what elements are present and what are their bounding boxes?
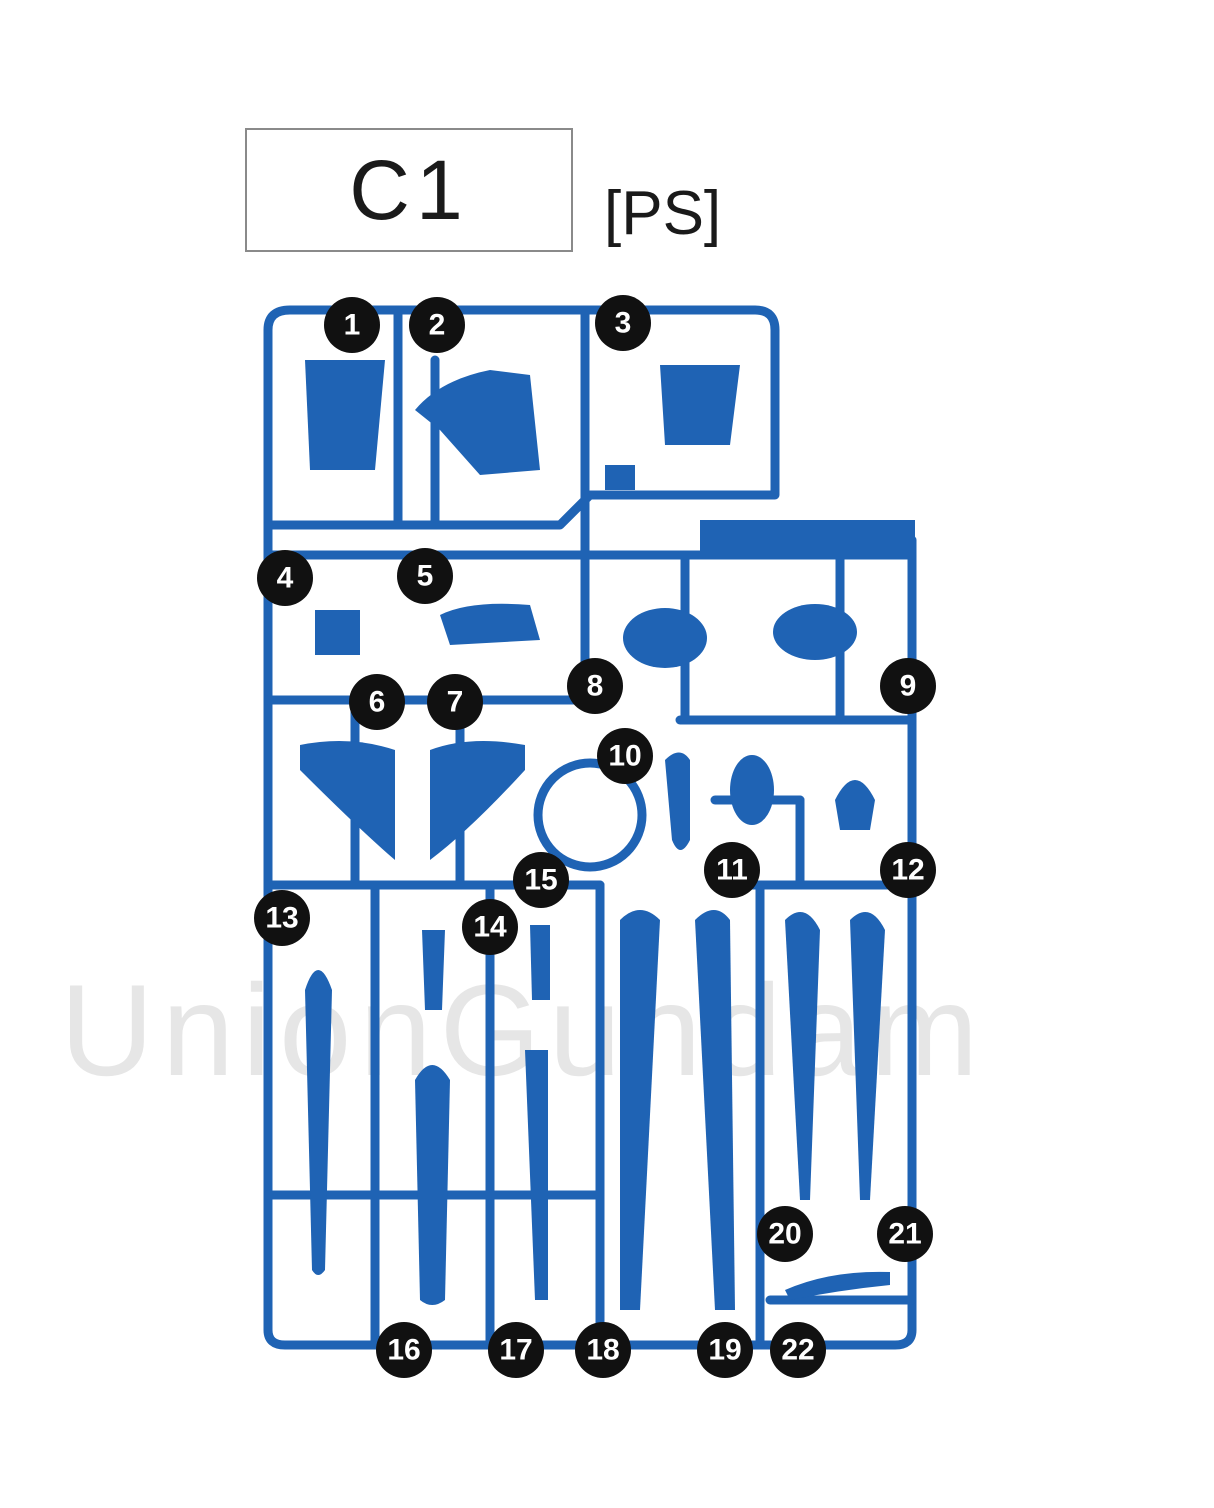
part-number-badge: 3 — [595, 295, 651, 351]
part-number-9: 9 — [900, 670, 917, 703]
part-number-15: 15 — [524, 864, 557, 897]
part-7-shape — [430, 741, 525, 860]
part-1-shape — [305, 360, 385, 470]
part-13-shape — [305, 970, 332, 1275]
part-number-8: 8 — [587, 670, 604, 703]
part-number-20: 20 — [768, 1218, 801, 1251]
part-number-badge: 20 — [757, 1206, 813, 1262]
watermark-text: UnionGundam — [60, 957, 987, 1103]
part-number-badge: 15 — [513, 852, 569, 908]
part-number-badge: 21 — [877, 1206, 933, 1262]
part-number-4: 4 — [277, 562, 294, 595]
part-20-shape — [785, 912, 820, 1200]
part-number-badge: 9 — [880, 658, 936, 714]
part-number-13: 13 — [265, 902, 298, 935]
part-number-badge: 17 — [488, 1322, 544, 1378]
part-number-22: 22 — [781, 1334, 814, 1367]
part-number-badge: 7 — [427, 674, 483, 730]
runner-tag-block — [700, 520, 915, 555]
part-number-badge: 19 — [697, 1322, 753, 1378]
part-15-shape — [530, 925, 550, 1000]
part-21-shape — [850, 912, 885, 1200]
part-5-shape — [440, 603, 540, 645]
part-3-shape — [660, 365, 740, 445]
part-18-shape — [620, 910, 660, 1310]
part-19-shape — [695, 910, 735, 1310]
runner-parts — [300, 360, 915, 1310]
part-number-badge: 1 — [324, 297, 380, 353]
part-number-10: 10 — [608, 740, 641, 773]
part-9a-shape — [773, 604, 857, 660]
runner-code: C1 — [349, 142, 469, 237]
part-number-badge: 6 — [349, 674, 405, 730]
part-number-2: 2 — [429, 309, 446, 342]
part-17-shape — [525, 1050, 548, 1300]
part-6-shape — [300, 741, 395, 860]
part-number-12: 12 — [891, 854, 924, 887]
part-number-badge: 4 — [257, 550, 313, 606]
part-number-badge: 13 — [254, 890, 310, 946]
part-number-16: 16 — [387, 1334, 420, 1367]
part-number-badge: 16 — [376, 1322, 432, 1378]
part-number-badge: 10 — [597, 728, 653, 784]
part-number-1: 1 — [344, 309, 361, 342]
part-number-badge: 11 — [704, 842, 760, 898]
part-number-14: 14 — [473, 911, 507, 944]
part-number-6: 6 — [369, 686, 386, 719]
part-16-shape — [415, 1065, 450, 1305]
runner-label-box: C1 — [245, 128, 573, 252]
part-number-badge: 12 — [880, 842, 936, 898]
part-14-shape — [422, 930, 445, 1010]
part-11-shape — [730, 755, 774, 825]
part-number-19: 19 — [708, 1334, 741, 1367]
part-number-badge: 18 — [575, 1322, 631, 1378]
runner-gate-tab — [605, 465, 635, 490]
part-number-7: 7 — [447, 686, 464, 719]
part-number-3: 3 — [615, 307, 632, 340]
part-number-11: 11 — [716, 854, 748, 887]
part-number-badge: 14 — [462, 899, 518, 955]
material-label: [PS] — [604, 179, 722, 248]
part-4-shape — [315, 610, 360, 655]
part-number-21: 21 — [888, 1218, 921, 1251]
part-number-badge: 8 — [567, 658, 623, 714]
part-12-shape — [835, 780, 875, 830]
part-number-badge: 5 — [397, 548, 453, 604]
part-number-badge: 22 — [770, 1322, 826, 1378]
part-number-17: 17 — [499, 1334, 532, 1367]
part-number-5: 5 — [417, 560, 434, 593]
part-number-badge: 2 — [409, 297, 465, 353]
part-22-shape — [785, 1271, 890, 1300]
part-2-shape — [415, 370, 540, 475]
part-number-18: 18 — [586, 1334, 619, 1367]
number-badges: 1 2 3 4 5 6 7 8 9 10 11 12 13 14 15 16 1… — [254, 295, 936, 1378]
part-10b-shape — [665, 752, 690, 850]
part-8-shape — [623, 608, 707, 668]
